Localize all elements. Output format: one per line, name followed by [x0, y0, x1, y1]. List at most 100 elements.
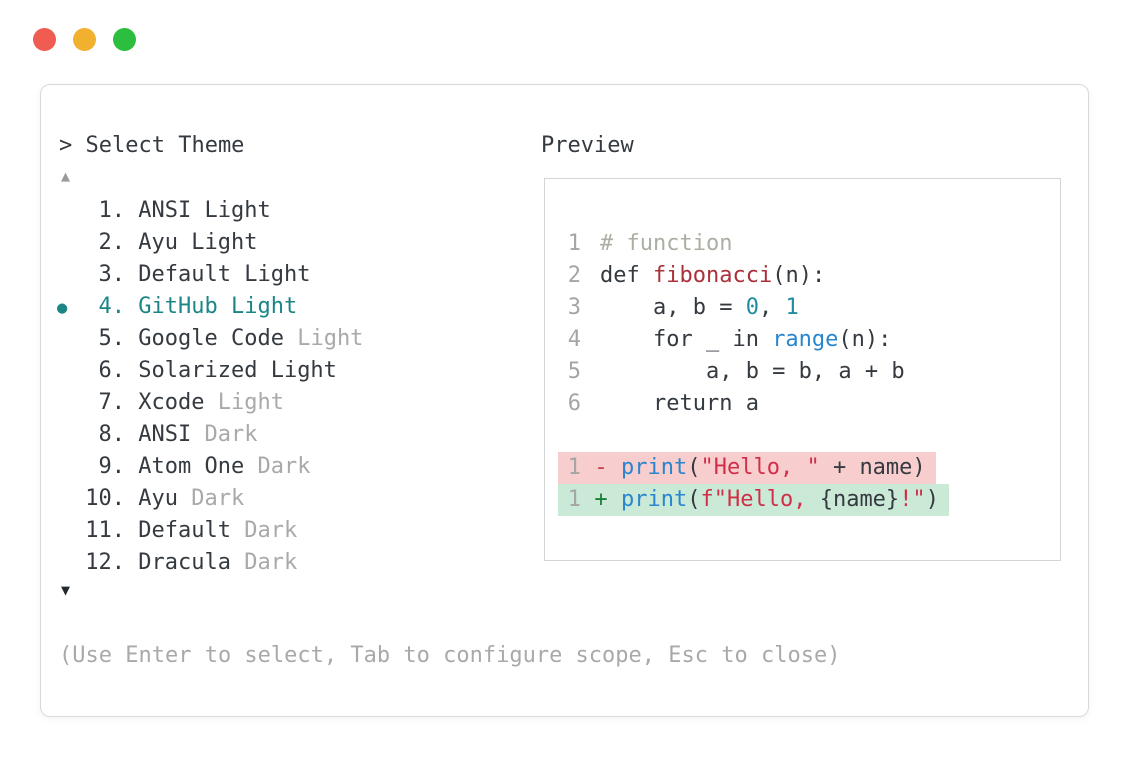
code-token: ( — [687, 455, 701, 480]
theme-name: GitHub Light — [138, 294, 298, 319]
line-number: 5 — [567, 359, 581, 384]
line-number: 2 — [567, 263, 581, 288]
code-token: f"Hello, — [700, 487, 820, 512]
select-theme-prompt: > Select Theme — [59, 133, 245, 158]
code-token: return a — [600, 391, 759, 416]
code-token: a, b = b, a + b — [600, 359, 905, 384]
theme-variant: Dark — [244, 550, 298, 575]
theme-number: 1. — [98, 198, 126, 223]
theme-name: Default Light — [138, 262, 311, 287]
theme-number: 10. — [85, 486, 125, 511]
line-number: 1 — [567, 487, 581, 512]
theme-number: 4. — [98, 294, 126, 319]
window-controls — [33, 28, 136, 51]
theme-name: Solarized Light — [138, 358, 337, 383]
theme-name: Xcode — [138, 390, 218, 415]
theme-number: 2. — [98, 230, 126, 255]
theme-list-item-10[interactable]: 10. Ayu Dark — [57, 483, 363, 515]
line-number: 1 — [567, 231, 581, 256]
diff-line-added: 1 + print(f"Hello, {name}!") — [558, 484, 1060, 516]
close-button[interactable] — [33, 28, 56, 51]
code-token: print — [621, 455, 688, 480]
diff-removed-highlight: 1-print("Hello, " + name) — [558, 452, 936, 484]
code-token: + name) — [819, 455, 926, 480]
scroll-up-icon[interactable]: ▲ — [61, 167, 71, 185]
code-line-6: 6 return a — [567, 388, 1060, 420]
code-token: (n): — [838, 327, 892, 352]
theme-list-item-11[interactable]: 11. Default Dark — [57, 515, 363, 547]
theme-list-item-6[interactable]: 6. Solarized Light — [57, 355, 363, 387]
code-token: def — [600, 263, 653, 288]
code-token: fibonacci — [652, 263, 773, 288]
theme-list-item-12[interactable]: 12. Dracula Dark — [57, 547, 363, 579]
theme-list-item-4-selected[interactable]: ● 4. GitHub Light — [57, 291, 363, 323]
scroll-down-icon[interactable]: ▼ — [61, 581, 71, 599]
code-token: ) — [925, 487, 939, 512]
code-token: a, b = — [600, 295, 746, 320]
diff-plus-sign: + — [594, 487, 608, 512]
theme-name: Default — [138, 518, 245, 543]
theme-list-item-7[interactable]: 7. Xcode Light — [57, 387, 363, 419]
theme-list-item-5[interactable]: 5. Google Code Light — [57, 323, 364, 355]
code-line-blank — [567, 420, 1060, 452]
code-token: for _ in — [600, 327, 773, 352]
line-number: 6 — [567, 391, 581, 416]
theme-list-item-9[interactable]: 9. Atom One Dark — [57, 451, 363, 483]
theme-name: ANSI — [138, 422, 205, 447]
code-line-2: 2 def fibonacci(n): — [567, 260, 1060, 292]
code-token: range — [772, 327, 839, 352]
line-number: 4 — [567, 327, 581, 352]
theme-list-item-3[interactable]: 3. Default Light — [57, 259, 363, 291]
code-token: 0 — [745, 295, 759, 320]
code-token: {name} — [819, 487, 900, 512]
theme-number: 11. — [85, 518, 125, 543]
code-token: , — [758, 295, 786, 320]
code-token: # function — [600, 231, 733, 256]
theme-name: ANSI Light — [138, 198, 271, 223]
code-line-4: 4 for _ in range(n): — [567, 324, 1060, 356]
theme-number: 3. — [98, 262, 126, 287]
theme-name: Ayu — [138, 486, 192, 511]
theme-number: 9. — [98, 454, 126, 479]
line-number: 3 — [567, 295, 581, 320]
theme-list-item-2[interactable]: 2. Ayu Light — [57, 227, 363, 259]
theme-variant: Dark — [257, 454, 311, 479]
diff-added-highlight: 1 + print(f"Hello, {name}!") — [558, 484, 949, 516]
diff-minus-sign: - — [594, 455, 608, 480]
code-line-1: 1 # function — [567, 228, 1060, 260]
diff-line-removed: 1-print("Hello, " + name) — [558, 452, 1060, 484]
theme-name: Atom One — [138, 454, 258, 479]
theme-list-item-1[interactable]: 1. ANSI Light — [57, 195, 363, 227]
theme-name: Ayu Light — [138, 230, 258, 255]
theme-variant: Dark — [244, 518, 298, 543]
theme-variant: Light — [297, 326, 364, 351]
theme-number: 5. — [98, 326, 126, 351]
theme-variant: Dark — [191, 486, 245, 511]
preview-title: Preview — [541, 133, 634, 158]
code-token: (n): — [772, 263, 826, 288]
code-token: !" — [899, 487, 926, 512]
theme-picker-dialog: > Select Theme ▲ 1. ANSI Light 2. Ayu Li… — [40, 84, 1089, 717]
keyboard-hints: (Use Enter to select, Tab to configure s… — [59, 643, 841, 668]
line-number: 1 — [567, 455, 581, 480]
theme-name: Google Code — [138, 326, 298, 351]
theme-number: 8. — [98, 422, 126, 447]
theme-number: 6. — [98, 358, 126, 383]
code-token: 1 — [785, 295, 799, 320]
selection-bullet-icon: ● — [57, 298, 68, 318]
code-line-5: 5 a, b = b, a + b — [567, 356, 1060, 388]
minimize-button[interactable] — [73, 28, 96, 51]
theme-list: 1. ANSI Light 2. Ayu Light 3. Default Li… — [57, 195, 363, 579]
theme-number: 12. — [85, 550, 125, 575]
theme-variant: Light — [217, 390, 284, 415]
code-token: ( — [687, 487, 701, 512]
theme-name: Dracula — [138, 550, 245, 575]
theme-variant: Dark — [204, 422, 258, 447]
code-line-3: 3 a, b = 0, 1 — [567, 292, 1060, 324]
theme-list-item-8[interactable]: 8. ANSI Dark — [57, 419, 363, 451]
zoom-button[interactable] — [113, 28, 136, 51]
code-token: print — [621, 487, 688, 512]
code-token: "Hello, " — [700, 455, 820, 480]
theme-number: 7. — [98, 390, 126, 415]
